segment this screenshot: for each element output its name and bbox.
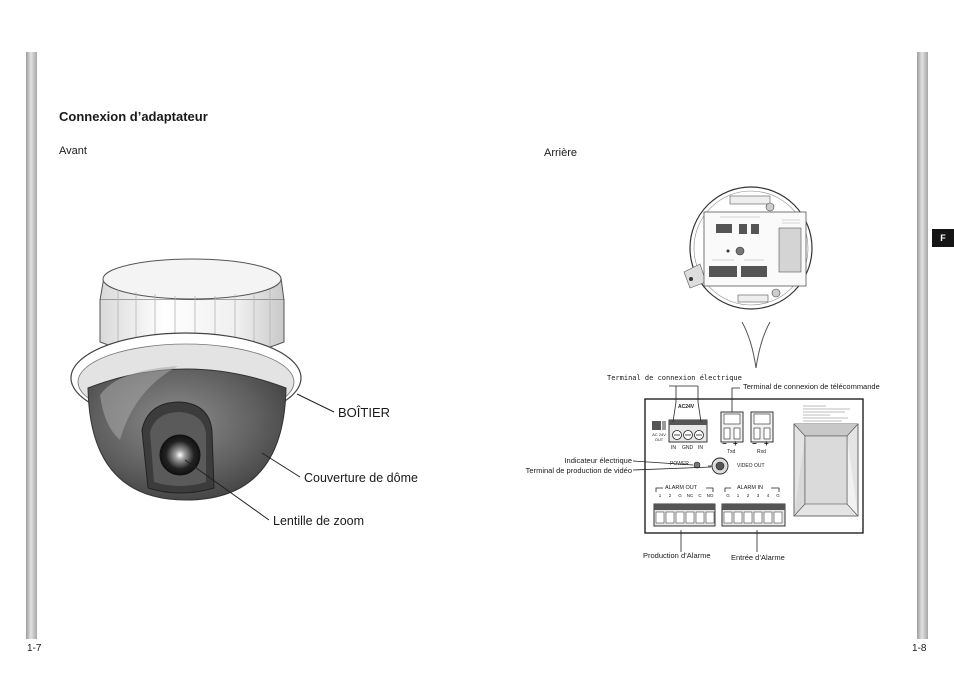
- txd-plus-sign: +: [733, 439, 738, 448]
- front-view-label: Avant: [59, 145, 87, 157]
- power-indicator-callout: Indicateur électrique: [564, 456, 632, 465]
- right-page-edge-bar: [917, 52, 928, 639]
- page-number-right: 1-8: [912, 643, 927, 654]
- rxd-plus-sign: +: [764, 439, 769, 448]
- page-number-left: 1-7: [27, 643, 42, 654]
- alarm-in-pin-g2: G: [776, 493, 780, 498]
- gnd-label: GND: [682, 445, 694, 451]
- alarm-out-pin-no: NO: [706, 493, 714, 498]
- zoom-lens-callout: Lentille de zoom: [273, 514, 365, 528]
- alarm-in-pin-g1: G: [726, 493, 730, 498]
- alarm-input-callout: Entrée d’Alarme: [731, 553, 785, 562]
- ac24v-out-label: AC 24V OUT: [652, 432, 666, 442]
- alarm-in-pin-3: 3: [756, 493, 760, 498]
- dome-cover-callout: Couverture de dôme: [304, 471, 418, 485]
- housing-callout: BOÎTIER: [338, 405, 391, 420]
- rxd-minus-sign: −: [752, 439, 757, 448]
- power-label: POWER: [670, 461, 689, 467]
- section-heading: Connexion d’adaptateur: [59, 109, 208, 124]
- video-out-label: VIDEO OUT: [737, 463, 765, 469]
- txd-minus-sign: −: [722, 439, 727, 448]
- ac24v-label: AC24V: [678, 404, 695, 410]
- rxd-label: Rxd: [757, 449, 766, 455]
- alarm-out-pin-c: C: [698, 493, 702, 498]
- alarm-out-pin-g: G: [678, 493, 682, 498]
- alarm-in-pin-2: 2: [746, 493, 750, 498]
- alarm-output-callout: Production d’Alarme: [643, 551, 711, 560]
- remote-terminal-callout: Terminal de connexion de télécommande: [743, 382, 880, 391]
- alarm-out-pin-nc: NC: [686, 493, 694, 498]
- txd-label: Txd: [727, 449, 736, 455]
- alarm-out-pin-2: 2: [668, 493, 672, 498]
- alarm-out-label: ALARM OUT: [665, 485, 698, 491]
- alarm-out-pin-1: 1: [658, 493, 662, 498]
- language-tab: F: [932, 229, 954, 247]
- power-terminal-callout: Terminal de connexion électrique: [607, 374, 742, 382]
- in-label-2: IN: [698, 445, 703, 451]
- left-page-edge-bar: [26, 52, 37, 639]
- alarm-in-label: ALARM IN: [737, 485, 763, 491]
- in-label-1: IN: [671, 445, 676, 451]
- rear-view-label: Arrière: [544, 147, 578, 159]
- alarm-in-pin-4: 4: [766, 493, 770, 498]
- video-out-terminal-callout: Terminal de production de vidéo: [525, 466, 632, 475]
- alarm-in-pin-1: 1: [736, 493, 740, 498]
